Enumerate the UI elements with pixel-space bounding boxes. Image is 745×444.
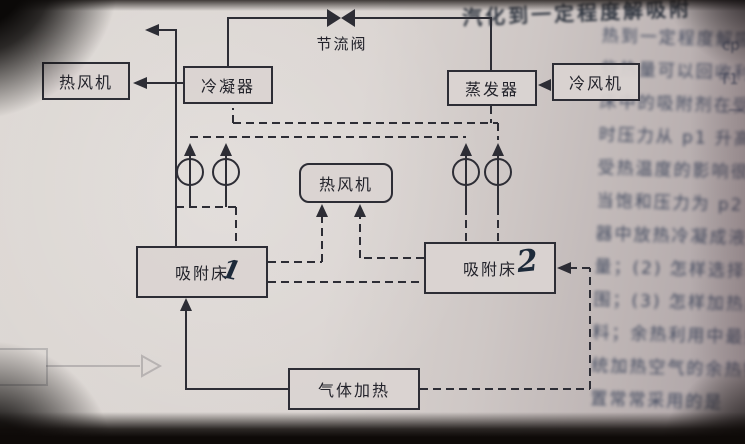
node-label: 热风机: [318, 175, 373, 194]
node-cold-air-fan: 冷风机: [552, 63, 640, 101]
node-evaporator: 蒸发器: [447, 70, 537, 106]
node-label: 冷凝器: [200, 77, 255, 96]
node-label: 热风机: [58, 73, 113, 92]
node-label: 冷风机: [568, 74, 623, 93]
node-label: 吸附床: [462, 260, 517, 279]
node-condenser: 冷凝器: [183, 66, 273, 104]
node-adsorption-bed-2: 吸附床 2: [424, 242, 556, 294]
node-label: 蒸发器: [464, 80, 519, 99]
throttle-valve-label: 节流阀: [316, 35, 368, 53]
node-hot-air-fan-left: 热风机: [42, 62, 130, 100]
node-gas-heater: 气体加热: [288, 368, 420, 410]
node-adsorption-bed-1: 吸附床 1: [136, 246, 268, 298]
handwritten-mark-2: 2: [515, 242, 542, 281]
node-hot-air-fan-middle: 热风机: [299, 163, 393, 203]
node-label: 气体加热: [317, 381, 390, 400]
